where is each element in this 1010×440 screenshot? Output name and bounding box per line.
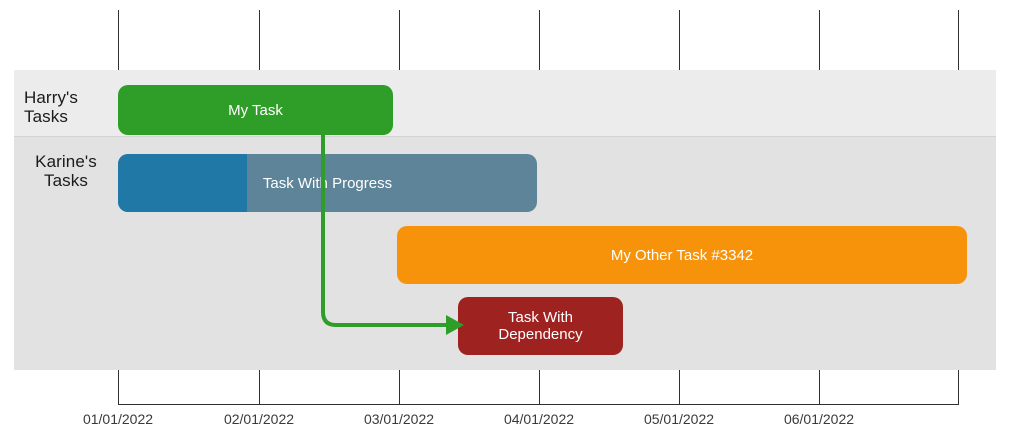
row-label-line: Tasks (44, 171, 88, 190)
task-bar[interactable]: Task With Progress (118, 154, 537, 212)
x-axis-tick-label: 04/01/2022 (503, 411, 575, 427)
x-axis-tick-label: 01/01/2022 (82, 411, 154, 427)
task-bar[interactable]: My Task (118, 85, 393, 135)
x-axis-tick-label: 05/01/2022 (643, 411, 715, 427)
x-axis-tick-label: 02/01/2022 (223, 411, 295, 427)
row-label-line: Karine's (35, 152, 97, 171)
x-axis-line (118, 404, 958, 405)
task-progress-fill (118, 154, 247, 212)
x-axis-tick-label: 03/01/2022 (363, 411, 435, 427)
task-bar-label: Task With Dependency (498, 309, 583, 343)
task-bar-label: Task With Progress (262, 174, 393, 192)
task-bar-label: My Task (228, 101, 283, 119)
task-bar[interactable]: Task With Dependency (458, 297, 623, 355)
task-bar-label: My Other Task #3342 (610, 246, 754, 264)
row-label-line: Harry's (24, 88, 78, 107)
row-separator (14, 136, 996, 137)
row-label-line: Tasks (24, 107, 68, 126)
x-axis-tick-label: 06/01/2022 (783, 411, 855, 427)
task-bar[interactable]: My Other Task #3342 (397, 226, 967, 284)
